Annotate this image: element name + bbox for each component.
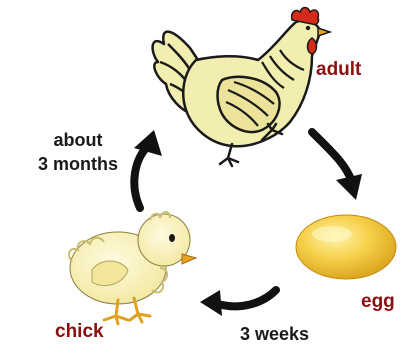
hen-illustration [153, 8, 330, 167]
chick-illustration [69, 212, 196, 324]
arrow-chick-to-adult [134, 130, 162, 208]
egg-illustration [296, 215, 396, 279]
transition-label-chick-to-adult: about 3 months [18, 128, 138, 176]
arrow-egg-to-chick [200, 290, 276, 316]
transition-label-egg-to-chick: 3 weeks [240, 325, 309, 343]
stage-label-adult: adult [316, 60, 361, 79]
stage-label-chick: chick [55, 322, 104, 341]
stage-label-egg: egg [361, 292, 395, 311]
arrow-adult-to-egg [312, 132, 362, 200]
